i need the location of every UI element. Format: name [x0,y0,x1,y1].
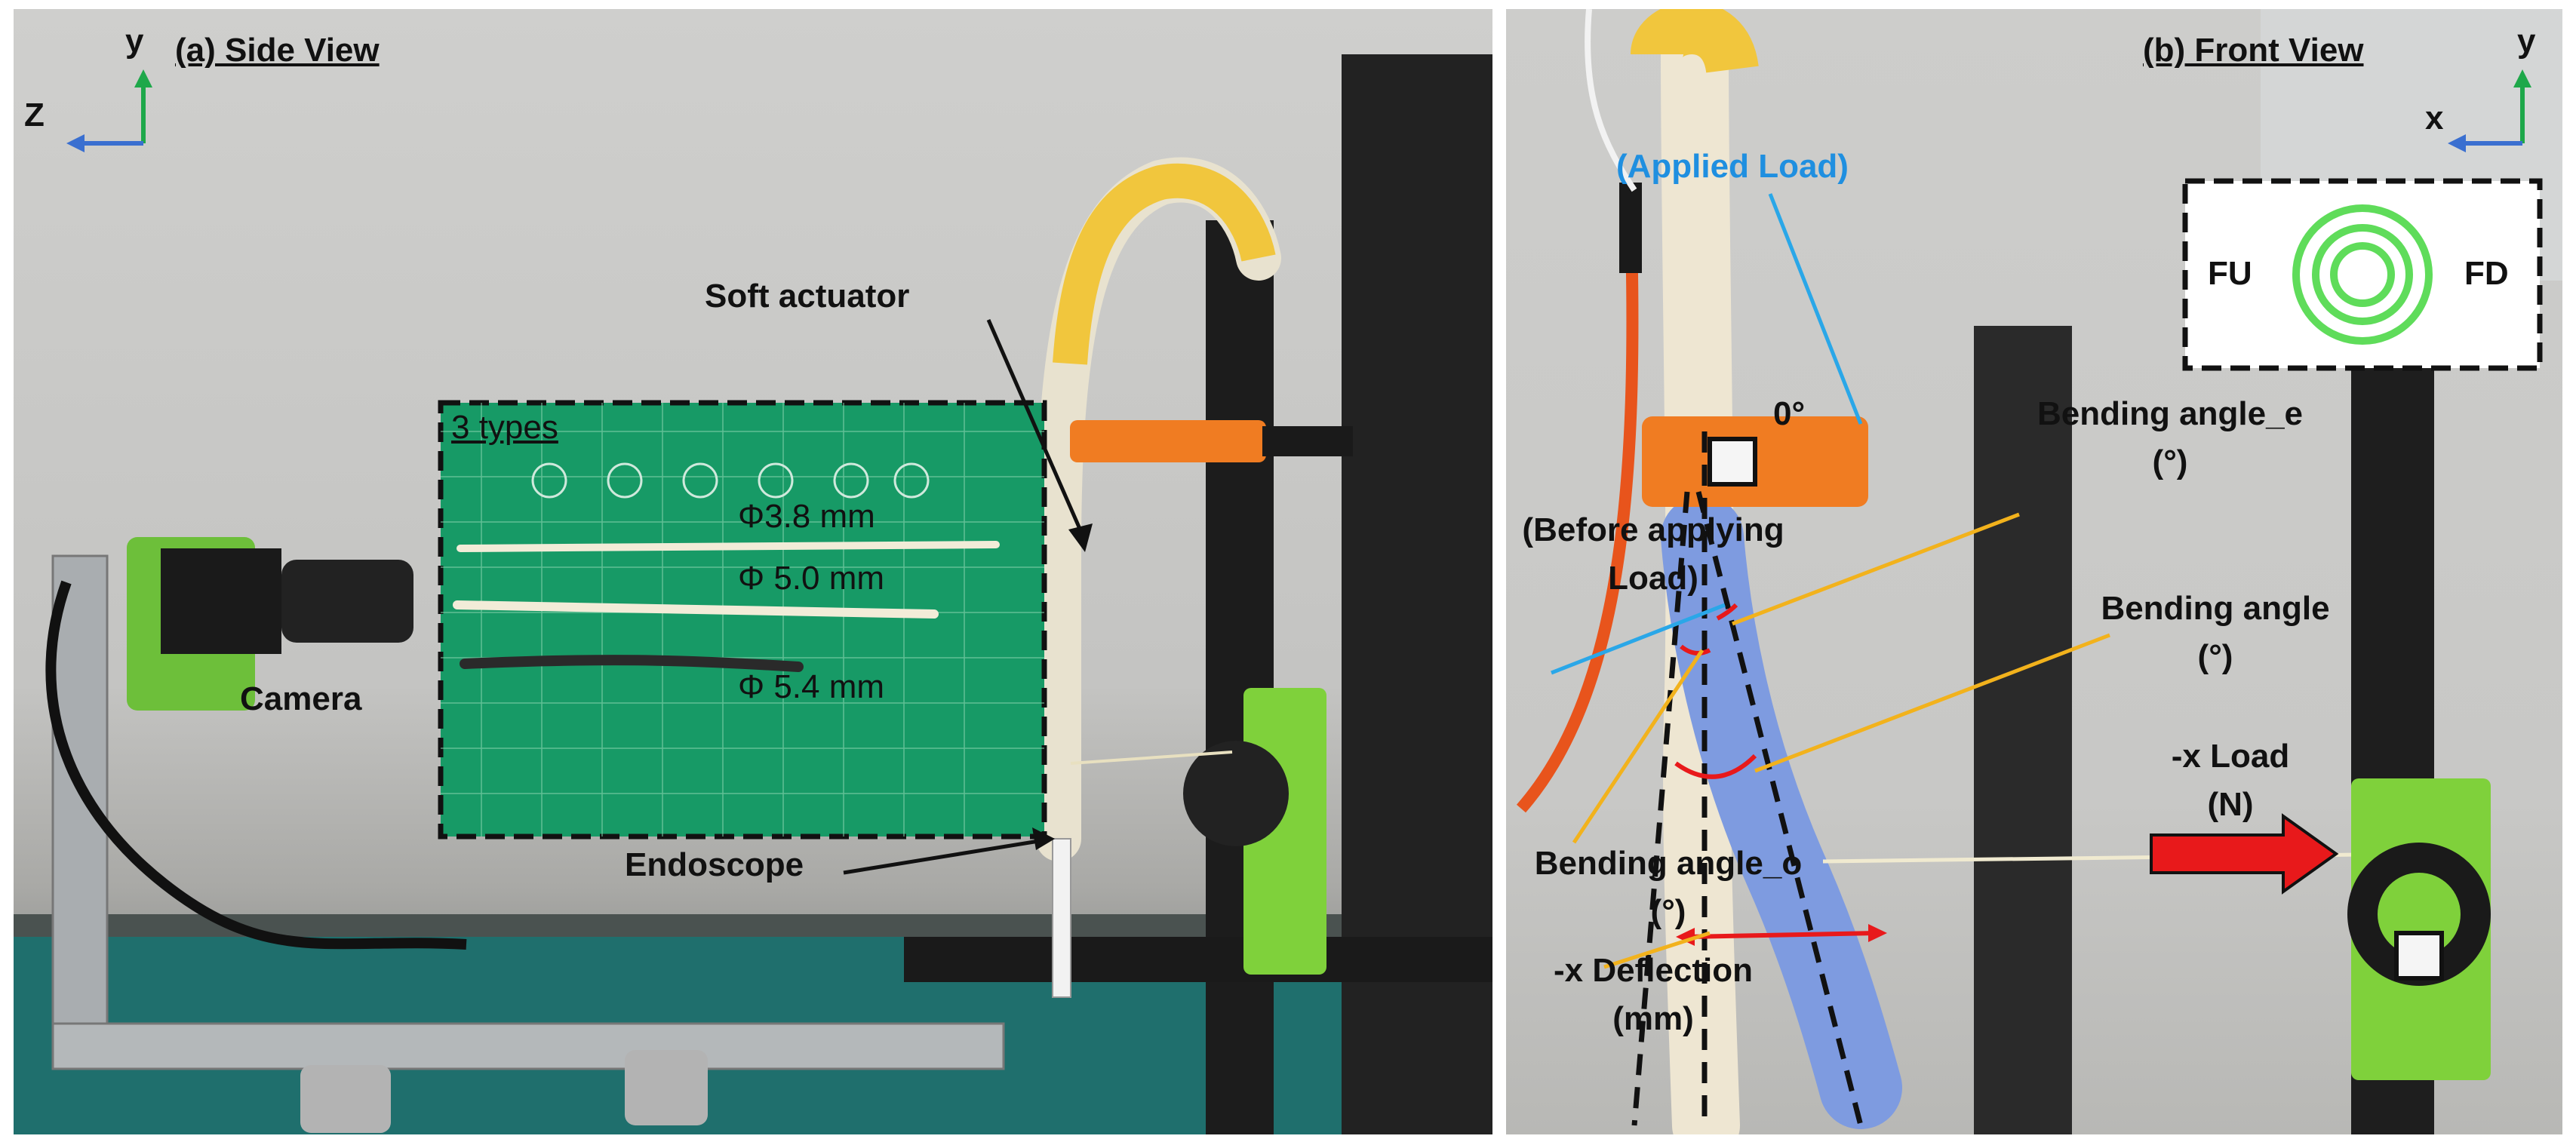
load-label-line2: (N) [2207,786,2254,823]
side-view-panel: y Z (a) Side View 3 types Φ3.8 mm Φ 5.0 … [14,9,1492,1134]
bending-e-label-line1: Bending angle_e [2037,395,2304,432]
before-load-leader [1551,603,1726,675]
orange-tube [1516,204,1639,813]
bending-leader [1754,633,2110,773]
tube-inset [438,400,1047,840]
orange-bracket [1070,420,1266,462]
load-label-line1: -x Load [2171,738,2290,775]
weight [300,1065,391,1133]
cross-section-inset [2182,178,2543,371]
pulley [1183,741,1289,846]
before-load-line [1631,491,1690,1126]
bending-e-label-line2: (°) [2152,444,2188,480]
soft-actuator-arrow [986,318,1087,542]
inset-fu-label: FU [2208,255,2252,292]
zero-degree-label: 0° [1773,395,1806,432]
front-view-title: (b) Front View [2143,32,2364,69]
bending-o-leader [1572,649,1705,844]
tube-3-8 [456,541,1000,552]
before-load-label-line1: (Before applying [1522,511,1784,548]
side-view-title: (a) Side View [175,32,380,69]
bending-o-label-line2: (°) [1650,893,1686,930]
tube-5-4 [460,655,804,672]
deflection-arrow [1686,931,1877,939]
tape [1053,164,1276,365]
camera-stand-rail [51,1022,1005,1070]
bending-e-leader [1732,512,2020,626]
deflection-leader [1603,931,1711,969]
angle-arc-bending [1674,754,1757,779]
axis-y-label: y [125,23,144,60]
tube-5-0 [453,600,939,619]
deflection-label-line2: (mm) [1612,1000,1694,1037]
bending-label-line1: Bending angle [2101,590,2330,627]
soft-actuator-label: Soft actuator [705,278,910,315]
applied-load-label: (Applied Load) [1616,148,1849,185]
weight [625,1050,708,1125]
endoscope-arrow [843,838,1044,875]
camera-lens [281,560,413,643]
size-label-5-4: Φ 5.4 mm [738,668,885,705]
actuator-applied-load [1661,496,1902,1129]
axis-z-label: Z [24,97,45,134]
side-view-photo [14,54,1492,1134]
size-label-5-0: Φ 5.0 mm [738,560,885,597]
angle-arc-o [1680,644,1711,655]
bending-label-line2: (°) [2197,638,2233,675]
cross-section-outer [2292,204,2433,345]
bending-o-label-line1: Bending angle_o [1534,845,1803,882]
load-arrow [2150,813,2339,895]
endoscope-label: Endoscope [625,846,804,883]
inset-fd-label: FD [2464,255,2509,292]
frame-post [1206,220,1274,1134]
endoscope-tip [1052,838,1071,998]
axis-x-label: x [2425,100,2444,137]
deflection-label-line1: -x Deflection [1553,952,1754,989]
front-view-photo [1516,9,2562,1134]
size-label-3-8: Φ3.8 mm [738,498,875,535]
before-load-label-line2: Load) [1608,560,1698,597]
frame-post [1974,326,2072,1134]
applied-load-line [1695,491,1864,1126]
axis-y-label: y [2517,23,2536,60]
angle-arc-e [1716,603,1738,621]
camera-cable [45,580,467,950]
camera-body [161,548,281,654]
inset-title: 3 types [451,409,558,446]
front-view-panel: (b) Front View y x (Applied Load) (Befor… [1506,9,2562,1134]
applied-load-leader [1768,193,1863,425]
camera-label: Camera [240,680,362,717]
tape [1631,9,1759,75]
